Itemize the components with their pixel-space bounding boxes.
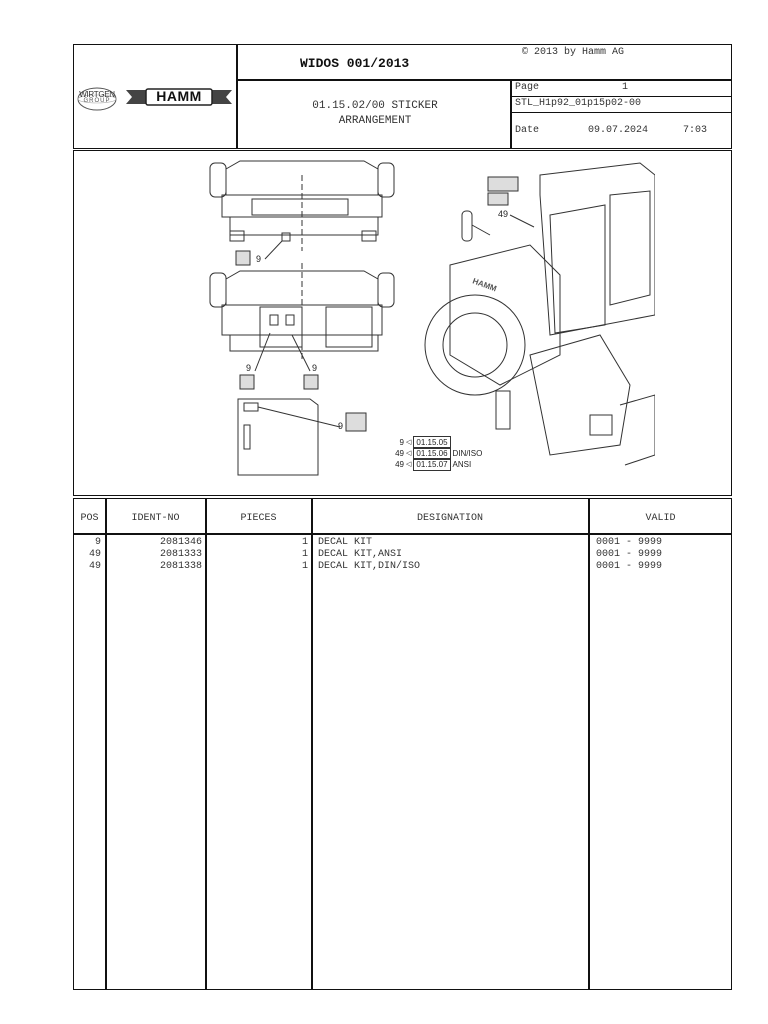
cell-valid: 0001 - 9999 [596,549,663,560]
date-label: Date [515,125,540,136]
rear-view-middle [209,263,395,372]
legend-row: 9 ◁ 01.15.05 [390,436,500,449]
callout-side-view: 49 [498,209,508,219]
cell-pos: 9 [94,537,101,548]
rear-view-top [209,160,395,260]
callout-mid-right: 9 [312,363,317,373]
col-divider-4 [588,498,590,990]
copyright: © 2013 by Hamm AG [522,47,625,58]
column-header-pos: POS [80,513,99,524]
file-reference: STL_H1p92_01p15p02-00 [515,98,642,109]
cell-designation: DECAL KIT [318,537,373,548]
legend-ref: 01.15.06 [413,447,451,460]
callout-lower-view: 9 [338,421,343,431]
legend-ref: 01.15.07 [413,458,451,471]
document-title-line2: ARRANGEMENT [338,115,412,127]
cell-ident: 2081333 [159,549,202,560]
legend-ref: 01.15.05 [413,436,451,449]
sticker-icon-cab-a [487,176,519,192]
legend-row: 49 ◁ 01.15.07 ANSI [390,458,500,471]
legend-row: 49 ◁ 01.15.06 DIN/ISO [390,447,500,460]
callout-top-view: 9 [256,254,261,264]
wirtgen-group-logo: WIRTGEN GROUP [76,86,118,112]
sticker-icon-top [235,250,251,266]
wirtgen-logo-subtext: GROUP [83,98,111,104]
cell-pos: 49 [88,561,101,572]
cell-designation: DECAL KIT,ANSI [318,549,403,560]
table-row: 9 2081346 1 DECAL KIT 0001 - 9999 [73,537,732,548]
column-header-pieces: PIECES [240,513,277,524]
header-divider-page [510,96,732,97]
hamm-logo-text: HAMM [156,88,202,104]
date-value: 09.07.2024 [588,125,649,136]
column-header-designation: DESIGNATION [416,513,483,524]
cell-ident: 2081346 [159,537,202,548]
triangle-arrow-icon: ◁ [406,439,412,446]
legend-pos: 49 [395,449,404,458]
panel-view-lower [237,398,341,476]
cell-pieces: 1 [301,561,308,572]
legend-note: DIN/ISO [452,449,483,458]
sticker-arrangement-drawing: 9 9 9 9 49 HAMM [209,160,655,476]
hamm-logo: HAMM [124,86,234,108]
cell-pos: 49 [88,549,101,560]
table-row: 49 2081333 1 DECAL KIT,ANSI 0001 - 9999 [73,549,732,560]
cell-designation: DECAL KIT,DIN/ISO [318,561,421,572]
sticker-icon-mid-left [239,374,255,390]
sticker-icon-cab-b [487,192,509,206]
legend-note: ANSI [452,460,472,469]
col-divider-2 [205,498,207,990]
wirtgen-logo-text: WIRTGEN [79,90,115,99]
machine-brand-label: HAMM [471,276,498,293]
triangle-arrow-icon: ◁ [406,450,412,457]
header-divider-logo [236,44,238,149]
sticker-icon-lower [345,412,367,432]
col-divider-3 [311,498,313,990]
page-label: Page [515,82,540,93]
legend-pos: 9 [399,438,404,447]
machine-perspective-view [424,162,655,466]
triangle-arrow-icon: ◁ [406,461,412,468]
parts-table-frame [73,498,732,990]
drawing-frame [73,150,732,496]
cell-valid: 0001 - 9999 [596,561,663,572]
sticker-icon-mid-right [303,374,319,390]
time-value: 7:03 [683,125,708,136]
cell-valid: 0001 - 9999 [596,537,663,548]
drawing-legend: 9 ◁ 01.15.05 49 ◁ 01.15.06 DIN/ISO 49 ◁ … [390,436,500,471]
legend-pos: 49 [395,460,404,469]
column-header-valid: VALID [645,513,676,524]
header-divider-meta [510,80,512,149]
col-divider-1 [105,498,107,990]
table-row: 49 2081338 1 DECAL KIT,DIN/ISO 0001 - 99… [73,561,732,572]
header-title: WIDOS 001/2013 [300,56,410,71]
document-title-line1: 01.15.02/00 STICKER [312,100,438,112]
page-number: 1 [622,82,629,93]
table-header-divider [73,533,732,535]
header-divider-ref [510,112,732,113]
cell-pieces: 1 [301,549,308,560]
cell-pieces: 1 [301,537,308,548]
header-divider-title [236,79,732,81]
column-header-ident: IDENT-NO [131,513,180,524]
callout-mid-left: 9 [246,363,251,373]
cell-ident: 2081338 [159,561,202,572]
